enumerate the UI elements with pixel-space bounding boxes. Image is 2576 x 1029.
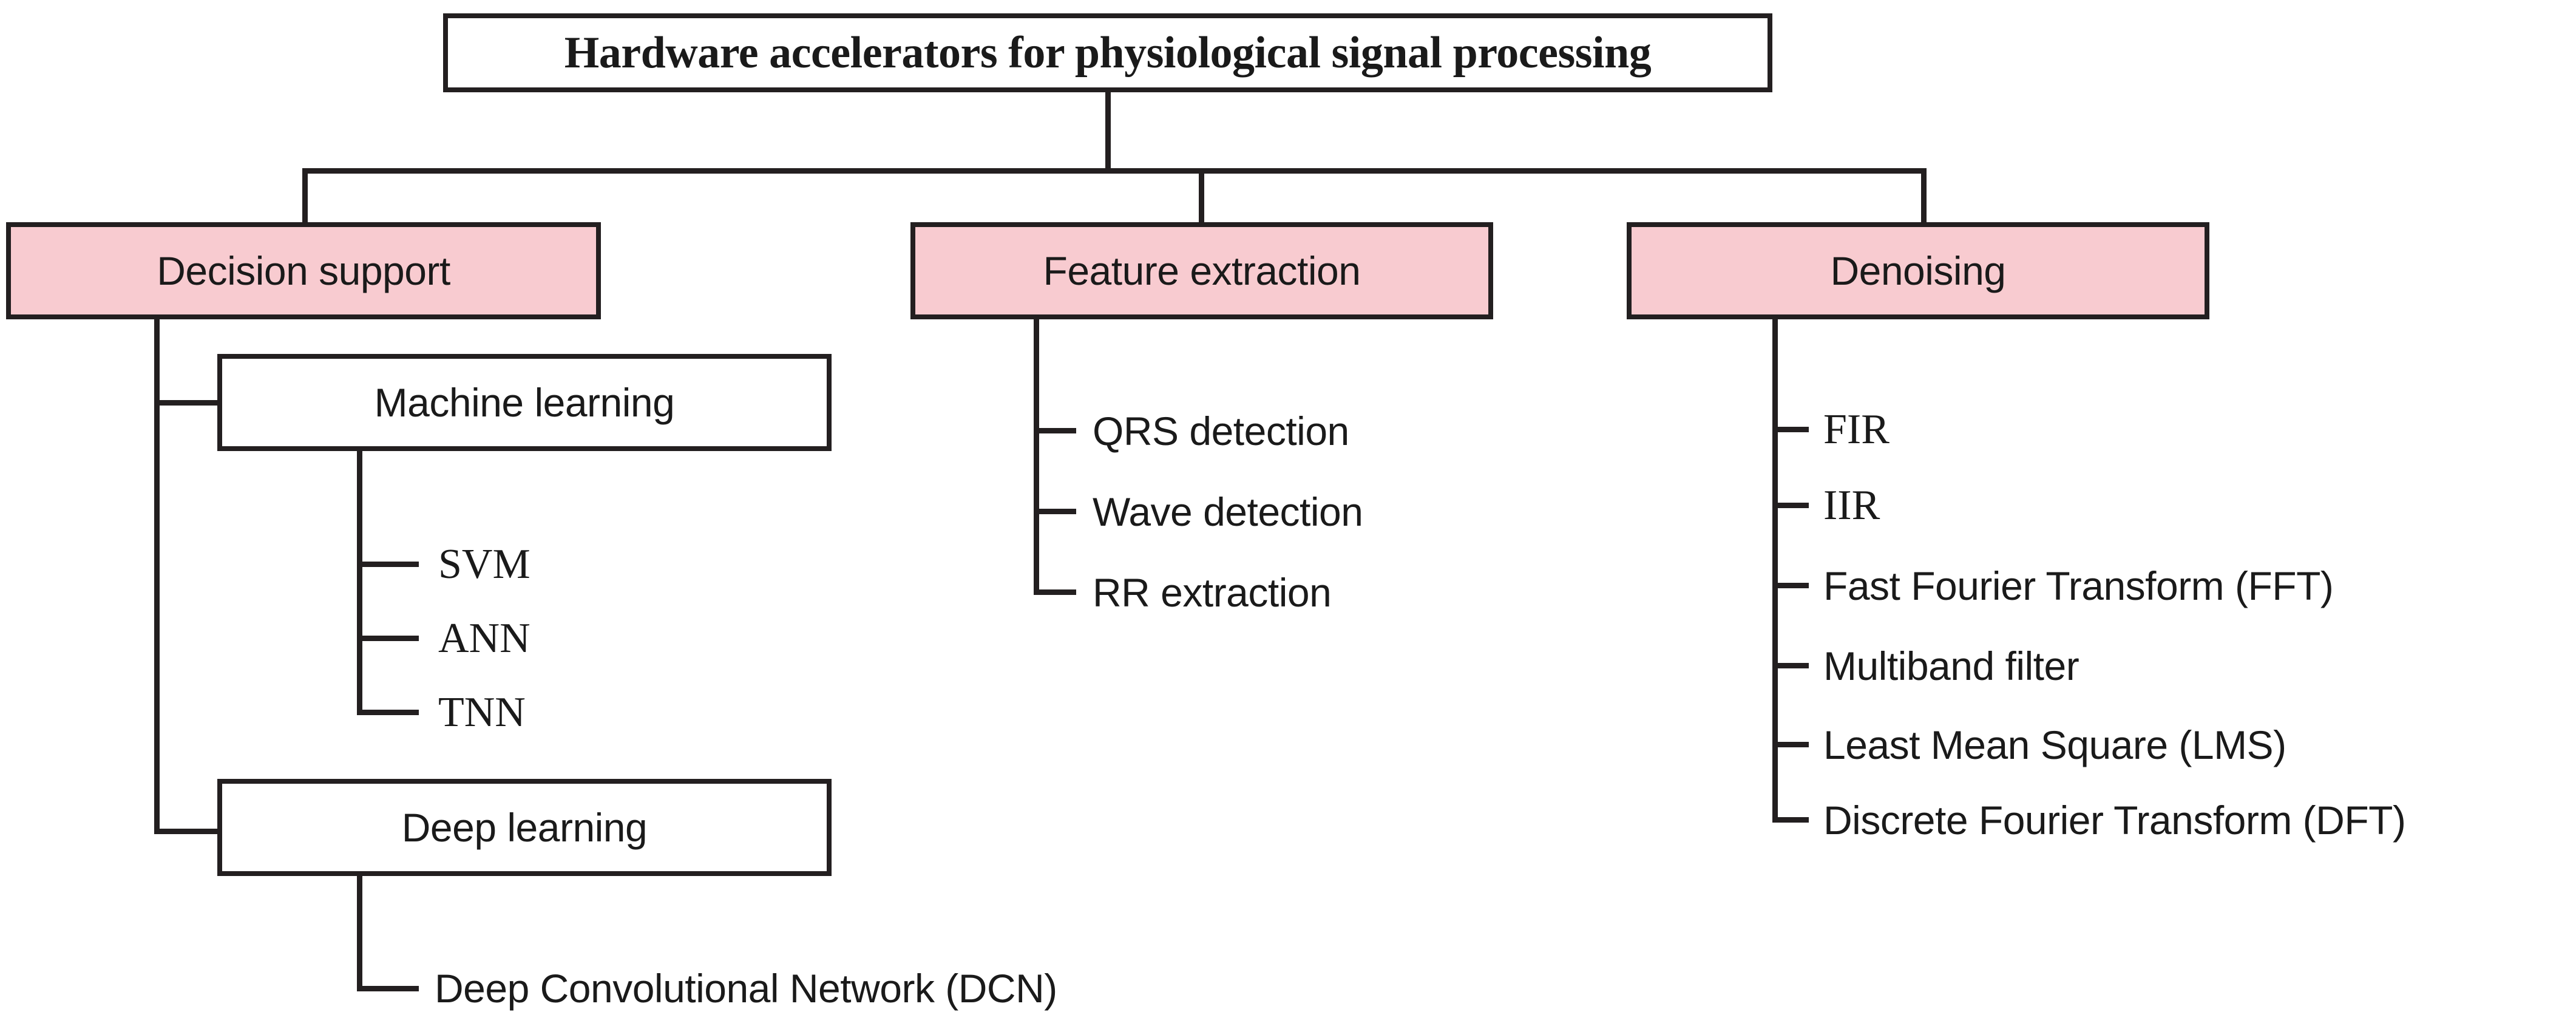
category-label-feature-extraction: Feature extraction — [1043, 248, 1361, 293]
leaf-label: TNN — [438, 689, 526, 736]
subgroup-label-machine-learning: Machine learning — [374, 380, 675, 425]
leaf-ann: ANN — [438, 617, 530, 660]
category-node-feature-extraction: Feature extraction — [910, 222, 1493, 319]
connector-bus-to-denoising — [1921, 168, 1927, 224]
leaf-label: Least Mean Square (LMS) — [1823, 722, 2286, 767]
leaf-discrete-fourier-transform: Discrete Fourier Transform (DFT) — [1823, 798, 2406, 843]
connector-feature-leaf-2 — [1034, 509, 1076, 514]
connector-machine-learning-leaf-2 — [357, 636, 419, 641]
connector-machine-learning-leaf-1 — [357, 562, 419, 567]
connector-root-bus — [302, 168, 1927, 174]
leaf-label: ANN — [438, 615, 530, 662]
category-label-denoising: Denoising — [1830, 248, 2006, 293]
leaf-label: Multiband filter — [1823, 644, 2079, 688]
root-node: Hardware accelerators for physiological … — [443, 13, 1772, 92]
leaf-iir: IIR — [1823, 484, 1880, 527]
leaf-fast-fourier-transform: Fast Fourier Transform (FFT) — [1823, 563, 2334, 608]
leaf-tnn: TNN — [438, 691, 526, 734]
leaf-deep-convolutional-network: Deep Convolutional Network (DCN) — [435, 968, 1057, 1008]
root-node-label: Hardware accelerators for physiological … — [564, 28, 1652, 78]
category-label-decision-support: Decision support — [157, 248, 450, 293]
leaf-label: QRS detection — [1093, 409, 1349, 453]
connector-feature-spine — [1034, 316, 1039, 595]
subgroup-node-machine-learning: Machine learning — [217, 354, 832, 451]
leaf-label: Deep Convolutional Network (DCN) — [435, 966, 1057, 1011]
category-node-denoising: Denoising — [1627, 222, 2209, 319]
connector-deep-learning-spine — [357, 876, 362, 991]
connector-machine-learning-leaf-3 — [357, 710, 419, 715]
connector-denoising-leaf-4 — [1772, 663, 1809, 668]
connector-feature-leaf-1 — [1034, 428, 1076, 433]
leaf-svm: SVM — [438, 543, 530, 586]
connector-bus-to-feature — [1199, 168, 1204, 224]
leaf-qrs-detection: QRS detection — [1093, 411, 1349, 451]
leaf-rr-extraction: RR extraction — [1093, 570, 1332, 615]
connector-denoising-leaf-1 — [1772, 427, 1809, 432]
connector-decision-to-deep-learning — [154, 829, 222, 834]
connector-decision-spine — [154, 316, 160, 834]
connector-denoising-spine — [1772, 316, 1778, 823]
leaf-fir: FIR — [1823, 409, 1890, 451]
connector-root-stem — [1105, 92, 1111, 169]
leaf-label: FIR — [1823, 406, 1890, 453]
connector-decision-to-machine-learning — [154, 400, 222, 406]
leaf-wave-detection: Wave detection — [1093, 492, 1363, 532]
connector-denoising-leaf-3 — [1772, 583, 1809, 588]
leaf-label: RR extraction — [1093, 570, 1332, 615]
connector-denoising-leaf-6 — [1772, 817, 1809, 823]
category-node-decision-support: Decision support — [6, 222, 601, 319]
connector-feature-leaf-3 — [1034, 589, 1076, 595]
subgroup-label-deep-learning: Deep learning — [401, 805, 648, 850]
leaf-multiband-filter: Multiband filter — [1823, 646, 2079, 686]
leaf-least-mean-square: Least Mean Square (LMS) — [1823, 725, 2286, 765]
leaf-label: SVM — [438, 541, 530, 588]
leaf-label: Wave detection — [1093, 489, 1363, 534]
subgroup-node-deep-learning: Deep learning — [217, 779, 832, 876]
connector-deep-learning-leaf-1 — [357, 986, 419, 991]
leaf-label: IIR — [1823, 482, 1880, 529]
connector-denoising-leaf-2 — [1772, 503, 1809, 508]
connector-bus-to-decision — [302, 168, 308, 224]
leaf-label: Fast Fourier Transform (FFT) — [1823, 563, 2334, 608]
connector-denoising-leaf-5 — [1772, 742, 1809, 747]
connector-machine-learning-spine — [357, 451, 362, 710]
leaf-label: Discrete Fourier Transform (DFT) — [1823, 798, 2406, 843]
